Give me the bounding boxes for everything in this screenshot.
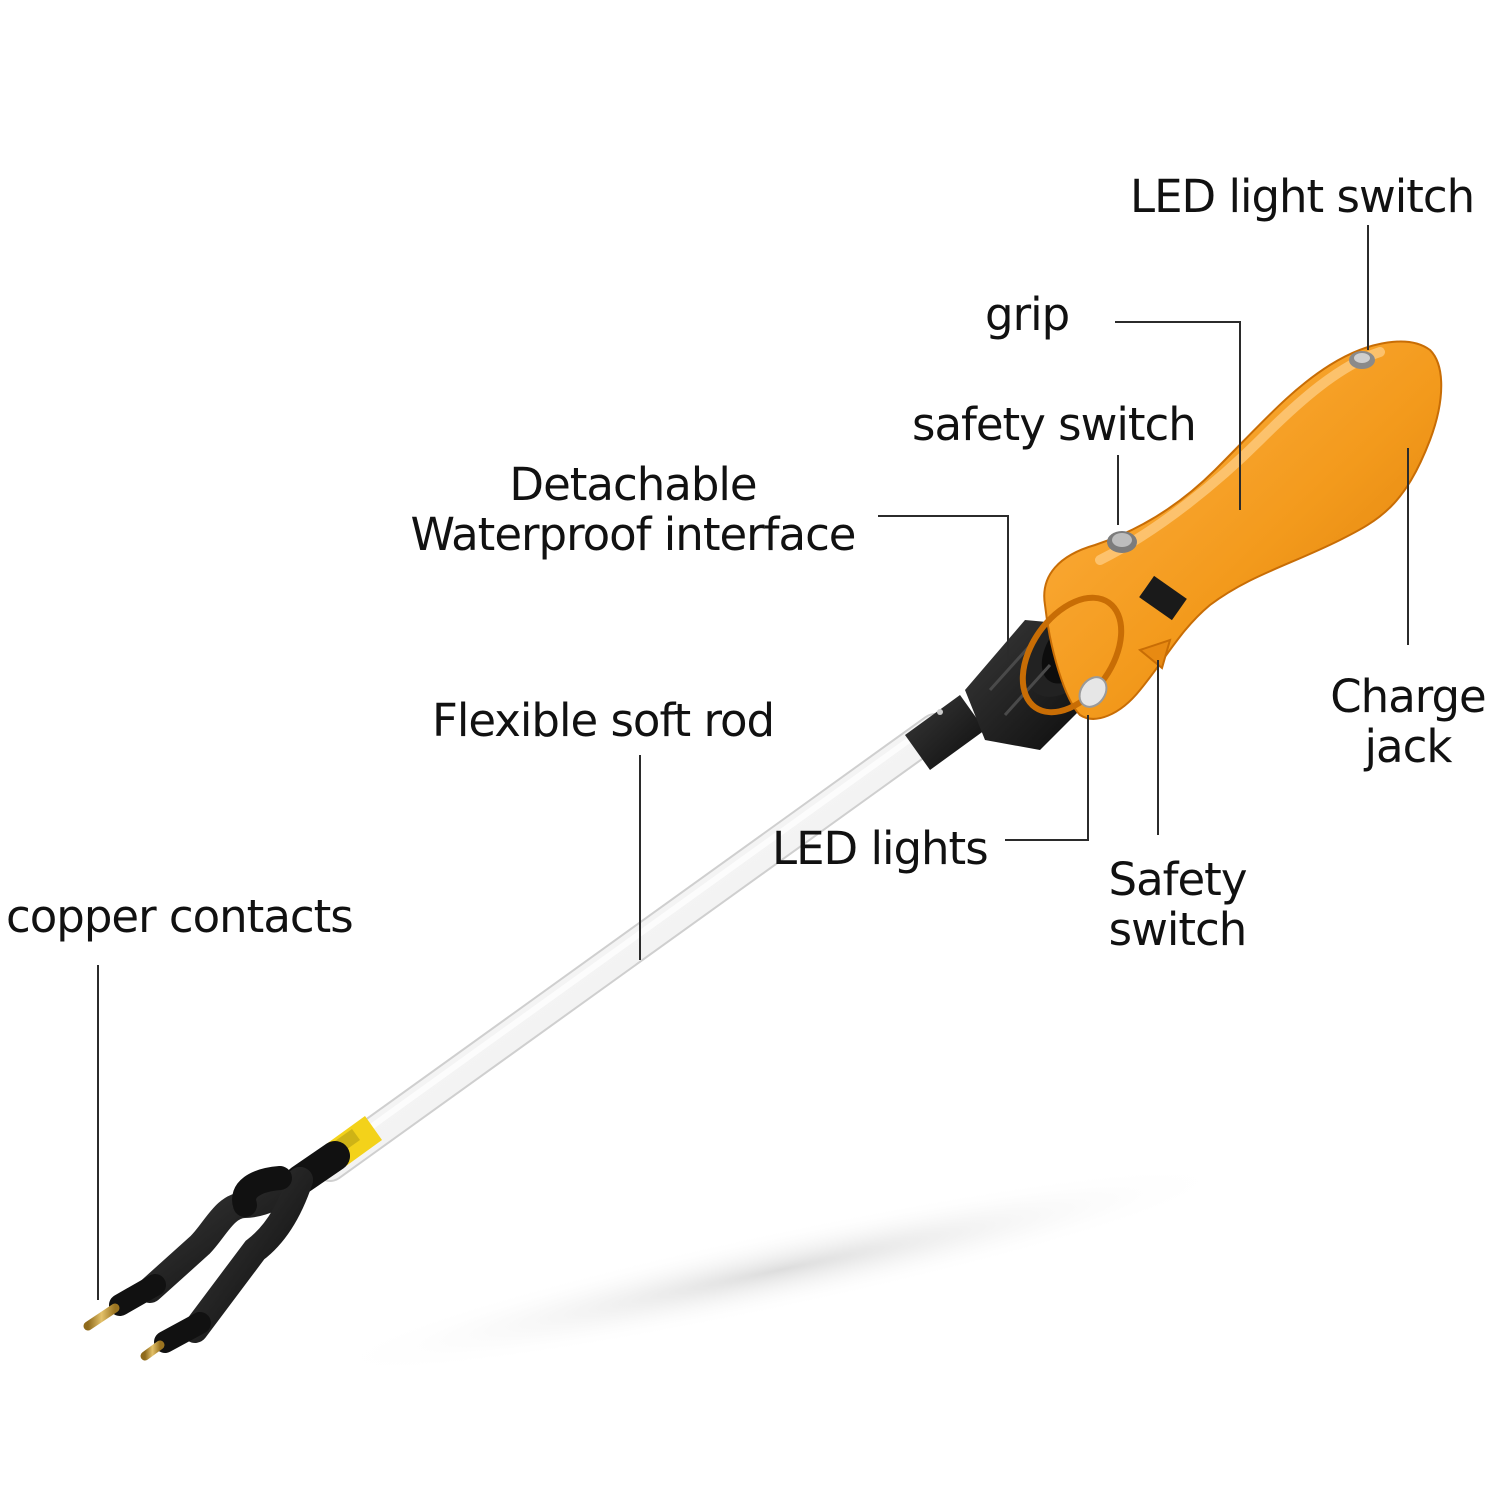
fork-shape <box>109 1141 350 1353</box>
label-detachable-line1: Detachable <box>509 458 757 511</box>
label-grip: grip <box>985 288 1070 341</box>
floor-shadow <box>320 1164 1240 1376</box>
label-safety-bottom-line1: Safety <box>1108 853 1248 906</box>
label-copper-contacts: copper contacts <box>6 890 354 943</box>
label-charge-line2: jack <box>1364 720 1453 773</box>
leader-grip <box>1115 321 1241 510</box>
leader-detachable-interface <box>878 515 1009 660</box>
copper-contacts-shape <box>83 1303 165 1361</box>
leader-lines <box>97 225 1409 1300</box>
label-charge-line1: Charge <box>1330 670 1486 723</box>
rod-collar-shape <box>905 695 985 770</box>
label-safety-switch-bottom: Safety switch <box>1095 855 1260 955</box>
label-led-light-switch: LED light switch <box>1130 170 1475 223</box>
leader-led-lights <box>1005 715 1089 841</box>
label-safety-switch-top: safety switch <box>912 398 1197 451</box>
label-charge-jack: Charge jack <box>1318 672 1498 772</box>
flexible-rod-shape <box>313 713 952 1182</box>
label-safety-bottom-line2: switch <box>1108 903 1248 956</box>
label-detachable-line2: Waterproof interface <box>410 508 856 561</box>
label-flexible-soft-rod: Flexible soft rod <box>432 694 775 747</box>
handle-shape <box>1019 340 1443 720</box>
label-led-lights: LED lights <box>772 822 989 875</box>
label-detachable-interface: Detachable Waterproof interface <box>393 460 873 560</box>
